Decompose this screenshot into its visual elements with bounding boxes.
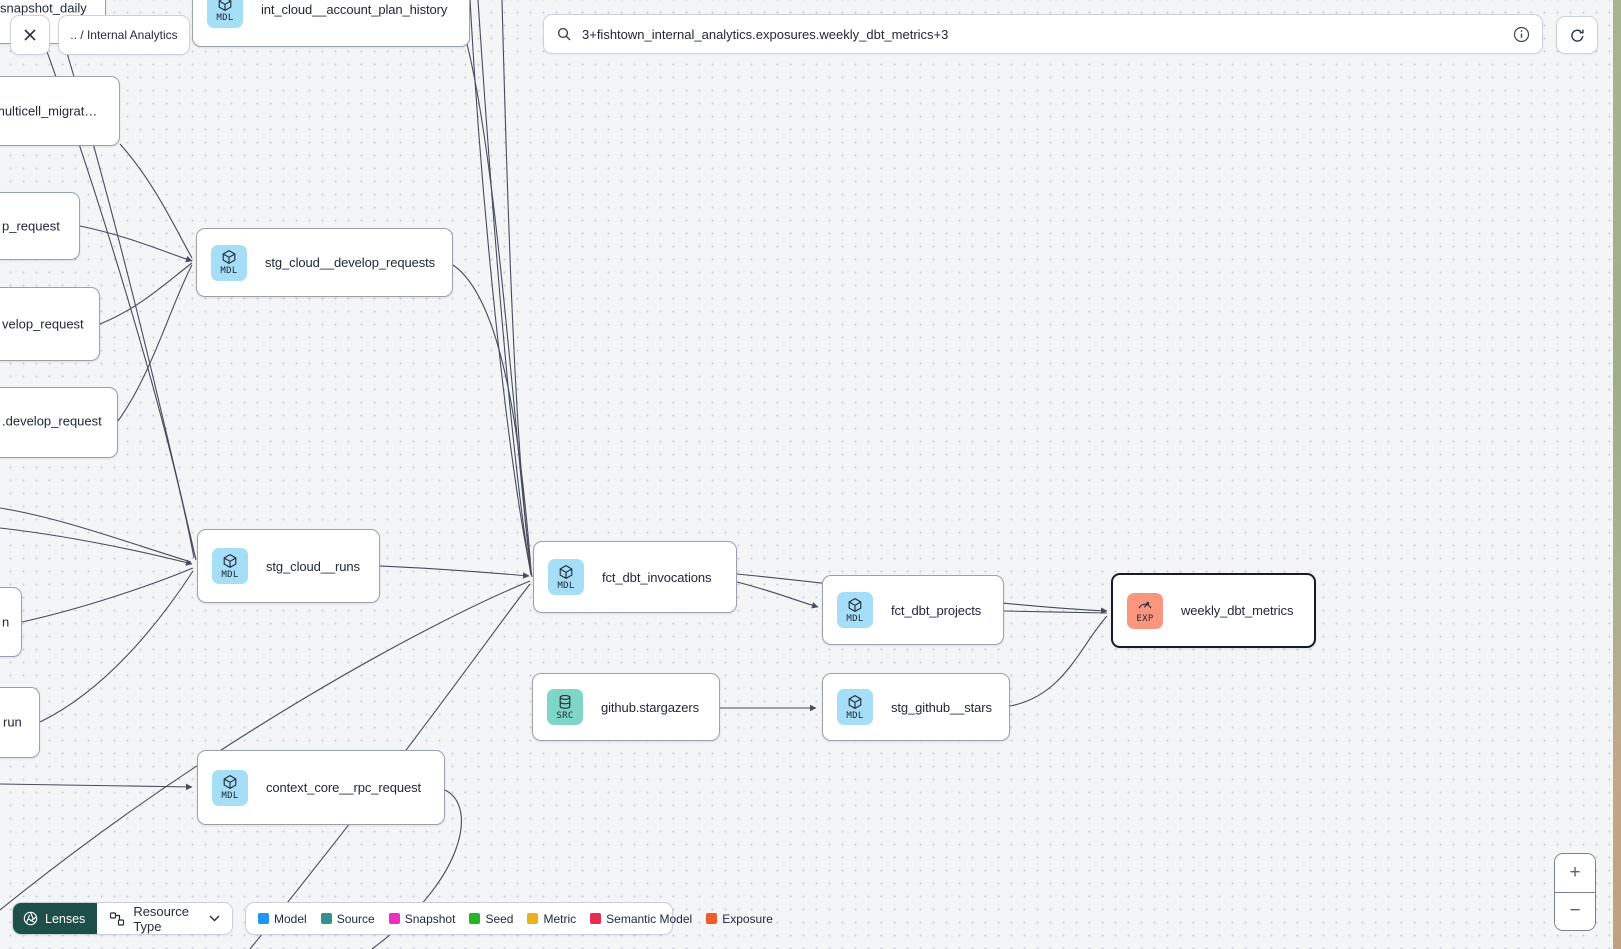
resource-type-legend: Model Source Snapshot Seed Metric Semantic Mo… <box>245 902 773 935</box>
legend-swatch <box>527 913 539 924</box>
node-cut-n[interactable] <box>0 587 22 657</box>
resource-badge: MDL <box>216 13 234 23</box>
legend-swatch <box>258 913 269 924</box>
search-icon <box>556 26 572 42</box>
node-weekly-dbt-metrics[interactable]: EXP weekly_dbt_metrics <box>1111 573 1316 648</box>
resource-badge: MDL <box>221 569 239 580</box>
model-icon: MDL <box>837 592 873 628</box>
resource-type-icon <box>109 911 125 927</box>
close-icon <box>22 27 38 43</box>
node-fct-dbt-invocations[interactable]: MDL fct_dbt_invocations <box>533 541 737 613</box>
node-multicell-migrat[interactable] <box>0 76 120 146</box>
model-icon: MDL <box>212 548 248 584</box>
node-label: fct_dbt_invocations <box>602 569 712 585</box>
legend-label: Semantic Model <box>606 911 693 926</box>
node-label: fct_dbt_projects <box>891 602 982 618</box>
node-label: context_core__rpc_request <box>266 780 422 795</box>
resource-badge: MDL <box>221 791 239 801</box>
node-context-core-rpc-request[interactable]: MDL context_core__rpc_request <box>197 750 445 825</box>
node-label: run <box>3 714 22 730</box>
node-label: stg_cloud__develop_requests <box>265 255 436 270</box>
legend-swatch <box>469 913 481 924</box>
search-bar <box>543 14 1543 54</box>
model-icon: MDL <box>548 559 584 595</box>
model-icon: MDL <box>212 769 248 806</box>
refresh-button[interactable] <box>1556 16 1598 54</box>
desktop-wallpaper-edge <box>1613 0 1621 949</box>
node-label: snapshot_daily <box>0 0 87 16</box>
lenses-label: Lenses <box>45 911 86 926</box>
breadcrumb-label: .. / Internal Analytics <box>70 28 178 42</box>
close-button[interactable] <box>10 15 50 55</box>
node-label: .develop_request <box>2 413 102 429</box>
legend-item-model: Model <box>258 912 307 926</box>
node-label: weekly_dbt_metrics <box>1181 603 1294 618</box>
node-label: n <box>2 614 10 630</box>
resource-badge: MDL <box>846 613 864 624</box>
resource-badge: MDL <box>557 580 575 591</box>
node-cut-velop-request[interactable] <box>0 287 100 361</box>
legend-swatch <box>320 913 332 924</box>
legend-label: Snapshot <box>404 911 456 926</box>
legend-swatch <box>706 913 718 924</box>
legend-label: Source <box>336 911 375 926</box>
legend-item-seed: Seed <box>469 912 513 926</box>
node-github-stargazers[interactable]: SRC github.stargazers <box>532 673 720 741</box>
plus-icon: + <box>1569 861 1581 883</box>
zoom-in-button[interactable]: + <box>1555 854 1595 893</box>
node-cut-p-request[interactable] <box>0 192 80 260</box>
legend-item-exposure: Exposure <box>706 912 773 926</box>
node-cut-run[interactable] <box>0 687 40 758</box>
lenses-button[interactable]: Lenses <box>13 903 98 934</box>
resource-badge: MDL <box>220 266 238 276</box>
node-stg-cloud-develop-requests[interactable]: MDL stg_cloud__develop_requests <box>196 228 453 297</box>
zoom-out-button[interactable]: − <box>1555 892 1595 930</box>
node-int-cloud-account-plan-history[interactable]: MDL int_cloud__account_plan_history <box>192 0 470 47</box>
legend-label: Exposure <box>722 911 773 926</box>
exposure-icon: EXP <box>1127 592 1163 629</box>
model-icon: MDL <box>211 244 247 281</box>
node-label: stg_github__stars <box>891 699 992 715</box>
resource-type-label: Resource Type <box>133 903 189 934</box>
resource-badge: MDL <box>846 710 864 721</box>
legend-swatch <box>388 913 400 924</box>
refresh-icon <box>1569 27 1586 44</box>
node-cut-develop-request[interactable] <box>0 387 118 458</box>
legend-item-metric: Metric <box>527 912 576 926</box>
legend-label: Metric <box>543 911 577 926</box>
model-icon: MDL <box>837 689 873 725</box>
node-label: velop_request <box>2 316 84 332</box>
minus-icon: − <box>1569 900 1581 922</box>
node-label: int_cloud__account_plan_history <box>261 2 448 17</box>
resource-badge: SRC <box>556 710 574 721</box>
legend-label: Model <box>274 911 307 926</box>
node-fct-dbt-projects[interactable]: MDL fct_dbt_projects <box>822 575 1004 645</box>
node-label: github.stargazers <box>601 699 700 715</box>
lenses-icon <box>23 911 38 926</box>
legend-label: Seed <box>485 911 514 926</box>
node-label: stg_cloud__runs <box>266 558 360 574</box>
legend-item-source: Source <box>320 911 375 926</box>
model-icon: MDL <box>207 0 243 28</box>
resource-badge: EXP <box>1136 614 1154 624</box>
node-label: p_request <box>2 218 60 234</box>
legend-item-snapshot: Snapshot <box>388 911 456 926</box>
lenses-bar: Lenses Resource Type <box>12 902 233 935</box>
resource-type-dropdown[interactable]: Resource Type <box>97 903 232 934</box>
zoom-controls: + − <box>1554 853 1596 931</box>
search-input[interactable] <box>580 25 1513 43</box>
chevron-down-icon <box>209 915 220 922</box>
legend-item-semantic-model: Semantic Model <box>590 912 692 926</box>
breadcrumb[interactable]: .. / Internal Analytics <box>58 15 190 55</box>
node-label: multicell_migrat… <box>0 103 98 119</box>
source-icon: SRC <box>547 689 583 725</box>
node-stg-github-stars[interactable]: MDL stg_github__stars <box>822 673 1010 741</box>
node-stg-cloud-runs[interactable]: MDL stg_cloud__runs <box>197 529 380 603</box>
legend-swatch <box>590 913 602 924</box>
info-icon[interactable] <box>1513 26 1530 43</box>
